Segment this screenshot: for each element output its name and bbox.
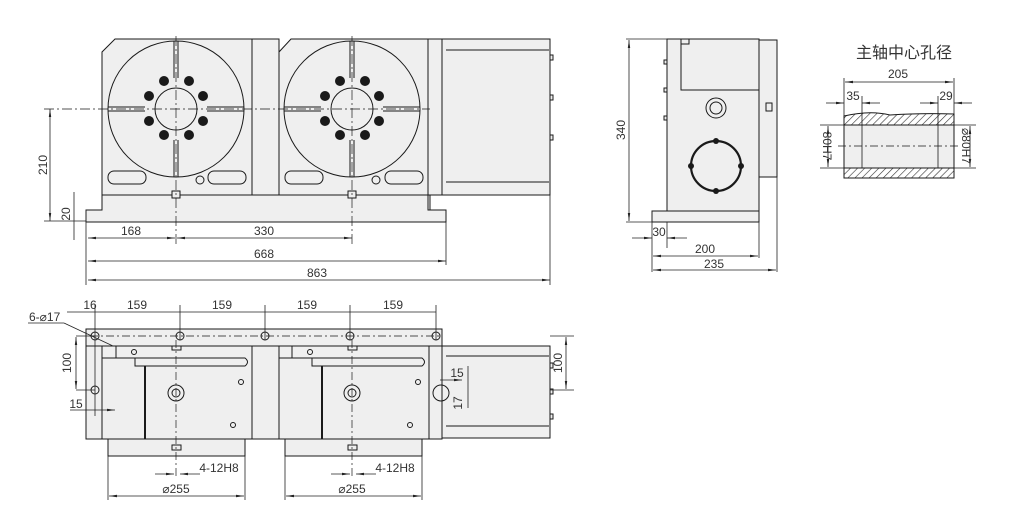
dim-edge: 16 xyxy=(83,298,97,312)
top-view xyxy=(85,328,554,478)
dim-length-tables: 668 xyxy=(254,247,274,261)
dim-bore-right-dia: ⌀80H7 xyxy=(959,128,973,164)
dim-depth-total: 235 xyxy=(704,257,724,271)
dim-holes: 6-⌀17 xyxy=(29,310,61,324)
top-view-dimensions xyxy=(28,305,574,500)
dim-base-step: 30 xyxy=(652,225,666,239)
dim-depth: 200 xyxy=(695,242,715,256)
front-view-dimensions xyxy=(44,109,551,285)
dim-motor-height: 100 xyxy=(551,353,565,373)
dim-height-center: 210 xyxy=(36,155,50,175)
dim-bore-length: 205 xyxy=(888,67,908,81)
spindle-bore-section xyxy=(820,78,976,179)
dim-base-height: 20 xyxy=(59,207,73,221)
spindle-bore-title: 主轴中心孔径 xyxy=(856,43,952,62)
dim-spacing-4: 159 xyxy=(383,298,403,312)
dim-slot-height: 17 xyxy=(451,396,465,410)
dim-offset-left: 168 xyxy=(121,224,141,238)
dim-slot-width: 15 xyxy=(450,366,464,380)
dim-row-height: 100 xyxy=(60,353,74,373)
dim-bore-left-dia: 80H7 xyxy=(820,132,834,161)
dim-bore-left-step: 35 xyxy=(846,89,860,103)
dim-edge-offset: 15 xyxy=(69,397,83,411)
dim-pitch: 330 xyxy=(254,224,274,238)
side-view-dimensions xyxy=(626,38,778,272)
dim-table-dia-right: ⌀255 xyxy=(338,482,366,496)
dim-spacing-1: 159 xyxy=(127,298,147,312)
dim-table-dia-left: ⌀255 xyxy=(162,482,190,496)
dim-spacing-2: 159 xyxy=(212,298,232,312)
front-view xyxy=(44,36,554,245)
dim-keyway-left: 4-12H8 xyxy=(199,461,239,475)
dim-keyway-right: 4-12H8 xyxy=(375,461,415,475)
dim-length-total: 863 xyxy=(307,266,327,280)
dim-height-total: 340 xyxy=(614,120,628,140)
dim-spacing-3: 159 xyxy=(297,298,317,312)
dim-bore-right-step: 29 xyxy=(939,89,953,103)
side-view xyxy=(651,38,778,223)
